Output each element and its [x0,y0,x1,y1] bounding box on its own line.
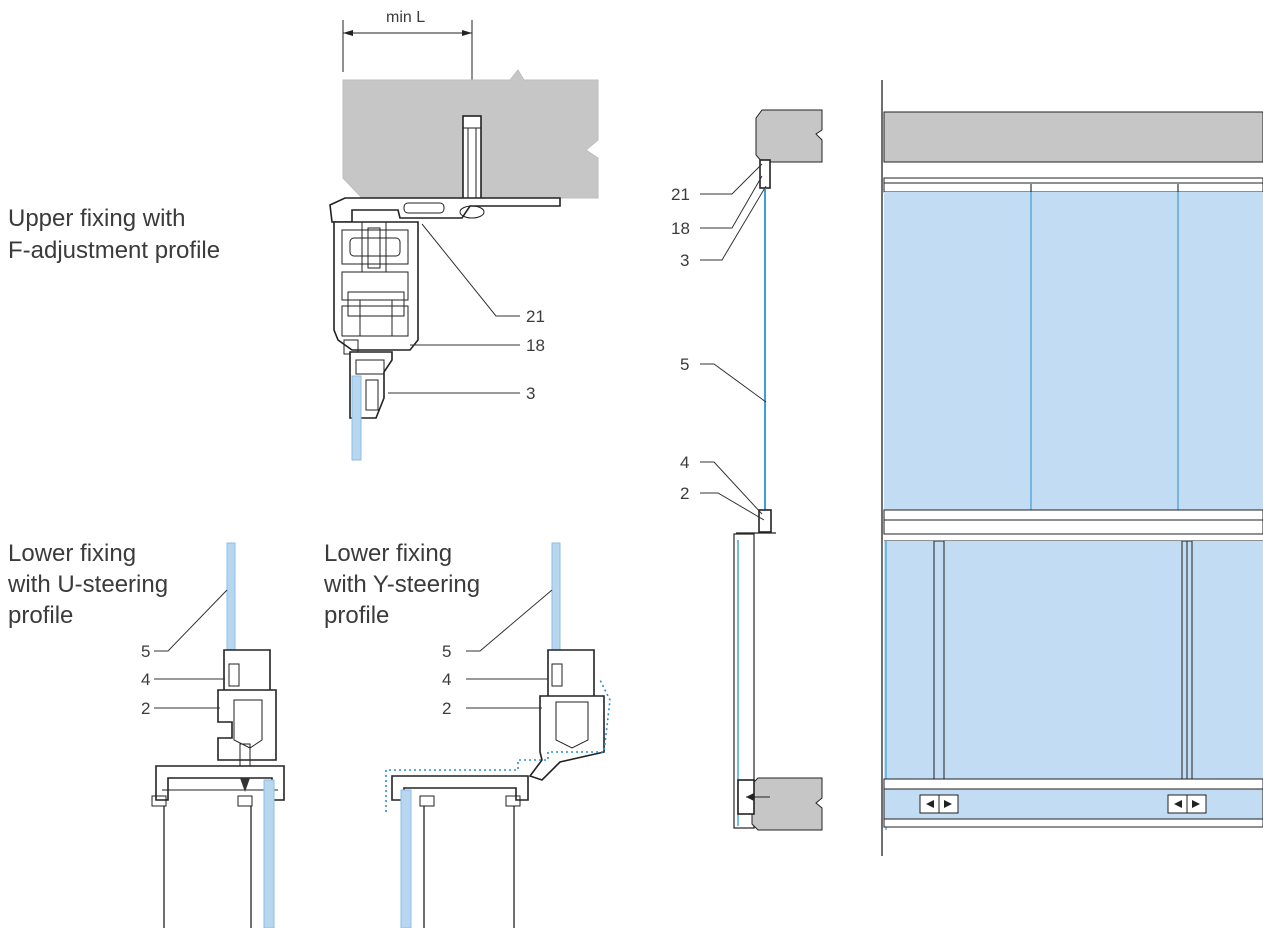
callout-lower-y-5: 5 [442,642,451,661]
callout-lower-u-4: 4 [141,670,150,689]
upper-glass-pane [351,375,362,461]
callout-section-21: 21 [671,185,690,204]
caption-lower-u-line3: profile [8,602,73,629]
callout-section-5: 5 [680,355,689,374]
lower-fixing-y-detail: 5 4 2 [385,542,611,928]
dotted-outline [385,679,611,812]
y-steering-profile [528,695,605,781]
elevation-lower-glass [884,541,1263,779]
callout-section-2: 2 [680,484,689,503]
caption-upper-line1: Upper fixing with [8,205,185,232]
anchor-bolt [462,115,482,203]
callout-lower-y-4: 4 [442,670,451,689]
caption-lower-u-line2: with U-steering [7,571,168,598]
callout-section-18: 18 [671,219,690,238]
caption-lower-y-line2: with Y-steering [323,571,480,598]
callout-lower-y-2: 2 [442,699,451,718]
callout-section-4: 4 [680,453,689,472]
callout-lower-u-2: 2 [141,699,150,718]
callout-upper-18: 18 [526,336,545,355]
caption-lower-y-line1: Lower fixing [324,540,452,567]
callout-lower-u-5: 5 [141,642,150,661]
callout-section-3: 3 [680,251,689,270]
upper-profile-body [333,221,419,351]
caption-lower-y-line3: profile [324,602,389,629]
section-top-slab [755,109,823,163]
elevation-upper-glass [884,192,1263,510]
elevation-view [881,80,1263,856]
caption-lower-u-line1: Lower fixing [8,540,136,567]
upper-fixing-detail: min L 21 18 3 [329,9,599,461]
y-track-profile [391,775,529,801]
callout-upper-21: 21 [526,307,545,326]
dimension-label: min L [386,9,425,26]
u-track-profile [155,765,285,801]
lower-fixing-u-detail: 5 4 2 [141,542,285,928]
callout-upper-3: 3 [526,384,535,403]
caption-upper-line2: F-adjustment profile [8,237,220,264]
f-adjustment-profile [329,197,561,223]
section-bottom-slab [751,777,823,831]
vertical-section: 21 18 3 5 4 2 [671,109,823,831]
